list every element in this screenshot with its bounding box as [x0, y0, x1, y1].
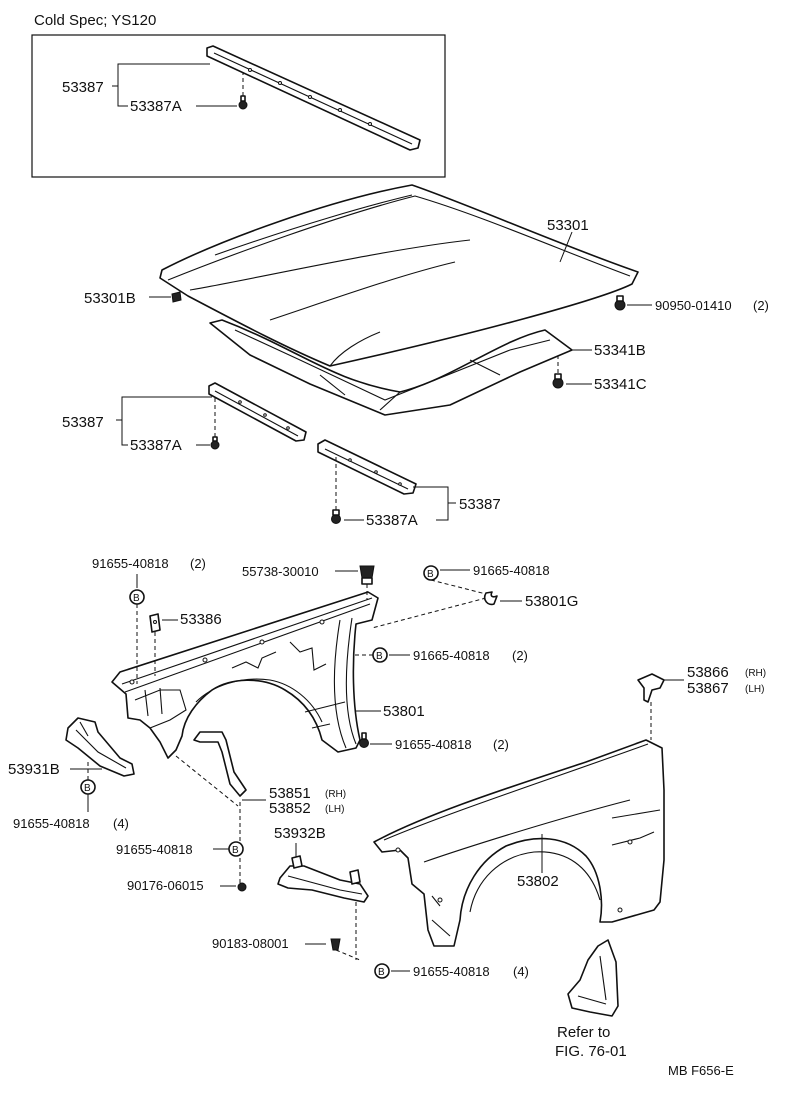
inset-bar-holes — [248, 68, 372, 126]
inset-clip-icon — [238, 95, 248, 110]
fender-group: 53802 53866 (RH) 53867 (LH) Refer to FIG… — [373, 664, 766, 1060]
fender-apron — [111, 591, 379, 759]
label-bolt-top-right: 91665-40818 — [473, 563, 550, 578]
label-53932B: 53932B — [274, 825, 326, 842]
clip-90183-icon — [330, 938, 341, 951]
label-90950-qty: (2) — [753, 298, 769, 313]
diagram-code: MB F656-E — [668, 1063, 734, 1078]
label-90176-06015: 90176-06015 — [127, 878, 204, 893]
label-53341C: 53341C — [594, 376, 647, 393]
hood-sub-clip-icon — [552, 373, 564, 389]
label-bolt-mid: 91665-40818 — [413, 648, 490, 663]
svg-text:B: B — [232, 845, 239, 856]
bolt-top-right-B-icon: B — [423, 565, 439, 581]
label-53931B: 53931B — [8, 761, 60, 778]
label-53851-side: (RH) — [325, 789, 346, 800]
label-53851: 53851 — [269, 785, 311, 802]
label-bolt-lower-qty: (2) — [493, 737, 509, 752]
label-bolt-shield: 91655-40818 — [413, 964, 490, 979]
bar-left-clip-icon — [210, 436, 220, 450]
label-bar-right-53387A: 53387A — [366, 512, 418, 529]
hood-group: 53301B 53301 90950-01410 (2) 53341B 5334… — [62, 184, 769, 529]
label-53341B: 53341B — [594, 342, 646, 359]
refer-line-1: Refer to — [557, 1024, 610, 1041]
fender-apron-group: 53386 91655-40818 (2) B 55738-30010 B 91… — [8, 556, 578, 979]
hood-panel — [159, 184, 639, 367]
inset-frame — [31, 34, 446, 178]
svg-text:B: B — [133, 593, 140, 604]
label-53866-side: (RH) — [745, 668, 766, 679]
fender-53802 — [373, 739, 665, 947]
label-bolt-top-left: 91655-40818 — [92, 556, 169, 571]
bracket-53851-53852 — [193, 731, 247, 797]
svg-text:B: B — [427, 569, 434, 580]
label-53301: 53301 — [547, 217, 589, 234]
label-bolt-brace: 91655-40818 — [13, 816, 90, 831]
brace-53931B — [65, 717, 135, 777]
bolt-top-left-B-icon: B — [129, 589, 145, 605]
label-bar-right-53387: 53387 — [459, 496, 501, 513]
bolt-bracket-B-icon: B — [228, 841, 244, 857]
screw-90176-icon — [237, 882, 247, 892]
refer-line-2: FIG. 76-01 — [555, 1043, 627, 1060]
bolt-mid-B-icon: B — [372, 647, 388, 663]
inset-label-53387A: 53387A — [130, 98, 182, 115]
label-53802: 53802 — [517, 873, 559, 890]
hood-bar-left — [208, 382, 307, 442]
inset-label-53387: 53387 — [62, 79, 104, 96]
label-bolt-shield-qty: (4) — [513, 964, 529, 979]
bolt-shield-B-icon: B — [374, 963, 390, 979]
label-bolt-bracket: 91655-40818 — [116, 842, 193, 857]
svg-text:B: B — [376, 651, 383, 662]
hood-cushion-icon — [171, 291, 182, 303]
hood-inner-frame — [209, 319, 573, 416]
label-53386: 53386 — [180, 611, 222, 628]
bolt-brace-B-icon: B — [80, 779, 96, 795]
label-bar-left-53387: 53387 — [62, 414, 104, 431]
label-bolt-lower: 91655-40818 — [395, 737, 472, 752]
svg-text:B: B — [378, 967, 385, 978]
inset-title: Cold Spec; YS120 — [34, 12, 156, 29]
label-90950-01410: 90950-01410 — [655, 298, 732, 313]
label-53852-side: (LH) — [325, 804, 344, 815]
label-bolt-mid-qty: (2) — [512, 648, 528, 663]
label-bolt-top-left-qty: (2) — [190, 556, 206, 571]
bar-right-clip-icon — [331, 509, 341, 524]
label-53852: 53852 — [269, 800, 311, 817]
inset-hood-bar — [206, 45, 421, 151]
cold-spec-inset: Cold Spec; YS120 53387 53387A — [31, 12, 446, 178]
label-bar-left-53387A: 53387A — [130, 437, 182, 454]
label-bolt-brace-qty: (4) — [113, 816, 129, 831]
bracket-53386-icon — [149, 613, 161, 633]
label-53866: 53866 — [687, 664, 729, 681]
clip-55738-icon — [359, 565, 375, 585]
label-53867-side: (LH) — [745, 684, 764, 695]
svg-text:B: B — [84, 783, 91, 794]
mudguard — [567, 939, 619, 1017]
hood-bolt-icon — [614, 295, 626, 311]
seal-53801G-icon — [483, 591, 498, 606]
label-55738-30010: 55738-30010 — [242, 564, 319, 579]
label-90183-08001: 90183-08001 — [212, 936, 289, 951]
label-53801: 53801 — [383, 703, 425, 720]
label-53301B: 53301B — [84, 290, 136, 307]
bolt-lower-icon — [359, 732, 369, 748]
label-53801G: 53801G — [525, 593, 578, 610]
cap-53866-icon — [637, 673, 665, 703]
label-53867: 53867 — [687, 680, 729, 697]
